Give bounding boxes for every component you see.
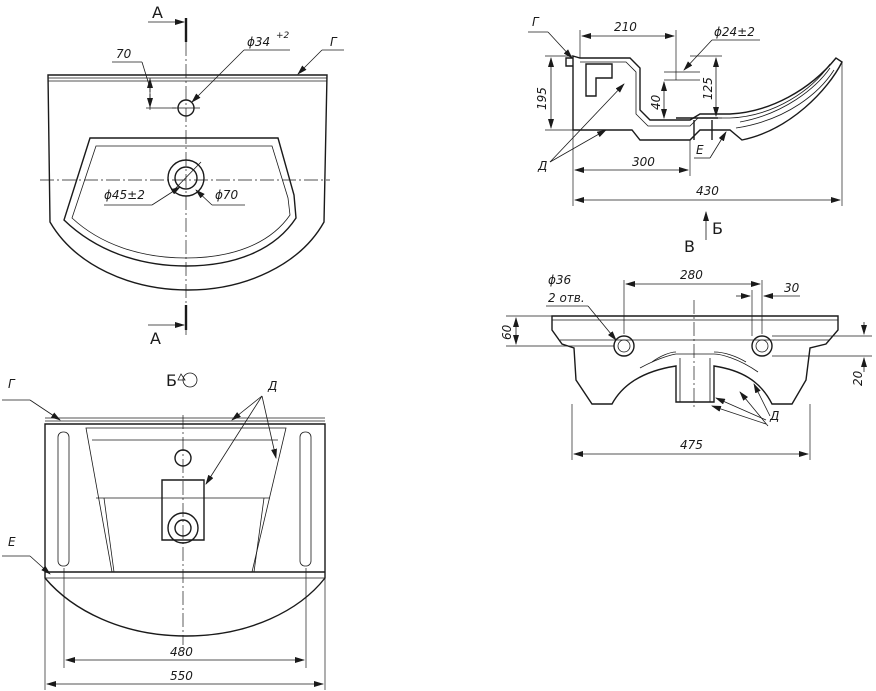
dim-drain-inner-label: ϕ45±2 (104, 188, 145, 202)
dim-40-label: 40 (649, 94, 663, 110)
top-view-outline (47, 74, 328, 291)
top-g-label: Г (330, 35, 338, 49)
section-outline (572, 55, 843, 141)
front-d-label: Д (267, 379, 277, 393)
front-view-outline (44, 423, 326, 637)
view-b-arrow-label: Б (712, 219, 723, 238)
dim-210-label: 210 (614, 20, 637, 34)
dim-550-label: 550 (170, 669, 193, 683)
drain-channel (161, 479, 205, 541)
dim-300-label: 300 (632, 155, 655, 169)
dim-280-label: 280 (680, 268, 703, 282)
drain-outer (167, 159, 205, 197)
dim-475-label: 475 (680, 438, 703, 452)
side-d-label: Д (769, 409, 779, 423)
side-view-outline (551, 315, 839, 405)
dim-480-label: 480 (170, 645, 193, 659)
front-view: Б Г Д Е 480 (2, 371, 326, 690)
section-hole-label: ϕ24±2 (714, 25, 755, 39)
section-a-bottom-label: А (150, 329, 161, 348)
dim-70-label: 70 (116, 47, 132, 61)
dim-hole-tolerance: +2 (276, 31, 290, 41)
side-hole-label: ϕ36 (548, 273, 572, 287)
section-e-label: Е (696, 143, 704, 157)
dim-430-label: 430 (696, 184, 719, 198)
dim-60-label: 60 (500, 324, 514, 340)
dim-30-label: 30 (784, 281, 800, 295)
front-g-label: Г (8, 377, 16, 391)
top-view-bowl (63, 137, 297, 267)
section-view: Г 210 ϕ24±2 195 40 125 Д Е (528, 15, 843, 240)
section-d-label: Д (537, 159, 547, 173)
view-v-label: В (684, 237, 695, 256)
dim-195-label: 195 (535, 87, 549, 110)
drain-inner (174, 166, 198, 190)
section-g-label: Г (532, 15, 540, 29)
front-e-label: Е (8, 535, 16, 549)
side-hole-right (751, 335, 773, 357)
dim-hole-label: ϕ34 (247, 35, 270, 49)
dim-125-label: 125 (701, 77, 715, 100)
section-a-top-label: А (152, 3, 163, 22)
dim-20-label: 20 (851, 370, 865, 386)
side-hole-left (613, 335, 635, 357)
dim-drain-outer-label: ϕ70 (215, 188, 239, 202)
top-view: А А 70 ϕ34 +2 Г ϕ45±2 ϕ70 (40, 3, 344, 348)
side-view: В ϕ36 2 отв. 280 30 60 (500, 237, 872, 460)
side-holes-count: 2 отв. (548, 291, 585, 305)
view-b-label: Б (166, 371, 177, 390)
